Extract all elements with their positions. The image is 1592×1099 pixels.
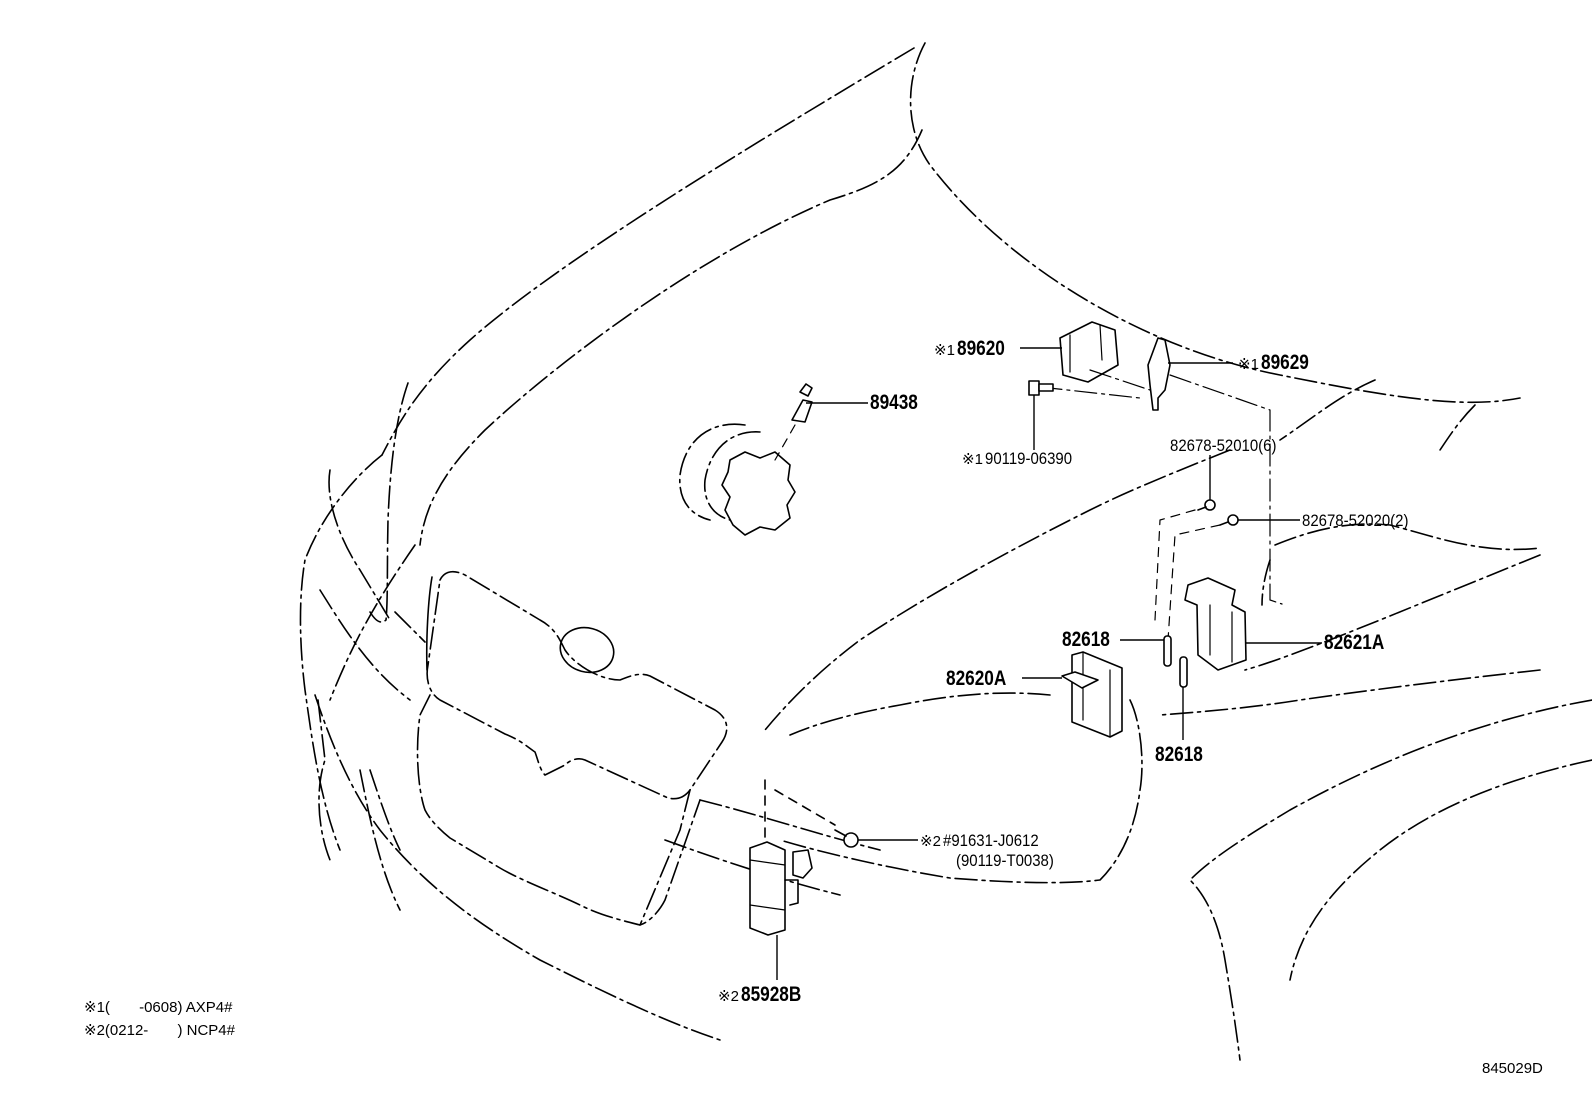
part-number: 89438	[870, 391, 918, 414]
pulley-assembly	[679, 383, 813, 536]
part-number: 82621A	[1324, 631, 1385, 654]
part-number: #91631-J0612	[942, 831, 1039, 850]
part-number: 82678-52010(6)	[1170, 436, 1277, 455]
callout-90119-T0038: (90119-T0038)	[956, 852, 1067, 870]
grille-outline	[416, 570, 728, 926]
legend-note-1: ※1( -0608) AXP4#	[84, 1000, 233, 1015]
part-number: 82618	[1155, 743, 1203, 766]
bracket-89629-shape	[1147, 337, 1171, 411]
screws-82678-shapes	[1154, 455, 1239, 641]
legend-mark: ※1	[84, 999, 105, 1016]
legend-note-2: ※2(0212- ) NCP4#	[84, 1023, 235, 1038]
legend-text: ( -0608) AXP4#	[104, 999, 233, 1016]
fender-outline	[664, 379, 1592, 1061]
applicability-mark: ※2	[920, 833, 941, 850]
module-82620A-shape	[1061, 651, 1123, 738]
ecu-89620-shape	[1039, 321, 1283, 605]
clips-82618-shapes	[1163, 635, 1188, 740]
screw-91631-shape	[834, 829, 859, 848]
callout-89629: ※189629	[1238, 352, 1319, 373]
alternate-part-number: (90119-T0038)	[956, 851, 1054, 870]
part-number: 82618	[1062, 628, 1110, 651]
module-82621A-shape	[1184, 577, 1247, 671]
relay-85928B-shape	[749, 779, 836, 980]
applicability-mark: ※1	[962, 451, 983, 468]
callout-91631-J0612: ※2#91631-J0612	[920, 832, 1052, 850]
callout-82621A: 82621A	[1324, 632, 1398, 653]
callout-82678-52010: 82678-52010(6)	[1170, 437, 1291, 455]
callout-85928B: ※285928B	[718, 984, 814, 1005]
illustration-code: 845029D	[1482, 1060, 1543, 1077]
part-number: 82678-52020(2)	[1302, 511, 1409, 530]
callout-89438: 89438	[870, 392, 928, 413]
part-number: 89620	[956, 337, 1005, 360]
body-outline	[299, 42, 1521, 1041]
applicability-mark: ※2	[718, 988, 739, 1005]
leader-lines	[806, 347, 1322, 841]
bolt-90119-06390-shape	[1028, 380, 1054, 450]
part-number: 85928B	[740, 983, 802, 1006]
callout-82618-lower: 82618	[1155, 744, 1213, 765]
callout-82620A: 82620A	[946, 668, 1020, 689]
callout-82678-52020: 82678-52020(2)	[1302, 512, 1423, 530]
part-number: 82620A	[946, 667, 1007, 690]
part-number: 89629	[1260, 351, 1309, 374]
callout-82618-upper: 82618	[1062, 629, 1120, 650]
applicability-mark: ※1	[934, 342, 955, 359]
part-number: 90119-06390	[984, 449, 1073, 468]
callout-89620: ※189620	[934, 338, 1015, 359]
legend-text: (0212- ) NCP4#	[104, 1022, 235, 1039]
applicability-mark: ※1	[1238, 356, 1259, 373]
legend-mark: ※2	[84, 1022, 105, 1039]
